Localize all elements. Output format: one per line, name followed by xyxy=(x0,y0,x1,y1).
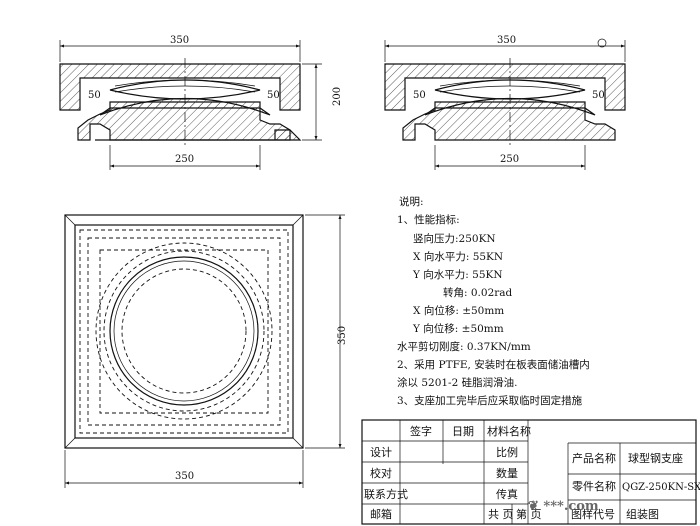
tb-sheets-total: 共 页 xyxy=(488,508,514,521)
tb-material: 材料名称 xyxy=(487,424,531,438)
plan-dimensions: 350 350 xyxy=(64,214,348,488)
tb-date: 日期 xyxy=(452,425,474,438)
tb-scale: 比例 xyxy=(496,445,518,459)
tb-check: 校对 xyxy=(370,466,392,480)
mark-icon xyxy=(597,38,607,48)
dim-gap-right-a: 50 xyxy=(413,90,426,101)
note-rotation: 转角: 0.02rad xyxy=(443,286,513,299)
note-vertical-pressure: 竖向压力:250KN xyxy=(413,232,496,245)
tb-product-name: 球型钢支座 xyxy=(628,451,683,465)
dim-plan-height: 350 xyxy=(337,326,348,345)
dim-gap-right-b: 50 xyxy=(592,90,605,101)
title-block: 签字 日期 材料名称 设计 比例 校对 数量 联系方式 传真 邮箱 共 页 第 … xyxy=(361,419,700,525)
tb-assembly-drawing: 组装图 xyxy=(626,507,659,521)
dim-top-width-left: 350 xyxy=(170,35,189,46)
notes-title: 说明: xyxy=(399,195,424,208)
dim-top-width-right: 350 xyxy=(497,35,516,46)
note-shear-stiffness: 水平剪切刚度: 0.37KN/mm xyxy=(397,340,531,353)
note-x-displacement: X 向位移: ±50mm xyxy=(413,304,504,317)
note-item2-line1: 2、采用 PTFE, 安装时在板表面储油槽内 xyxy=(397,358,590,371)
tb-quantity: 数量 xyxy=(496,467,518,480)
dim-base-width-left: 250 xyxy=(175,154,194,165)
tb-contact: 联系方式 xyxy=(364,487,408,501)
tb-part-name: QGZ-250KN-SX xyxy=(622,482,700,493)
dim-height: 200 xyxy=(332,87,343,106)
right-section-view xyxy=(384,58,626,146)
tb-drawing-code: 图样代号 xyxy=(571,507,615,521)
plan-view xyxy=(64,214,304,449)
technical-notes: 说明: 1、性能指标: 竖向压力:250KN X 向水平力: 55KN Y 向水… xyxy=(397,195,590,407)
dim-base-width-right: 250 xyxy=(500,154,519,165)
dim-gap-left-b: 50 xyxy=(267,90,280,101)
tb-part-name-label: 零件名称 xyxy=(572,479,616,493)
dim-plan-width: 350 xyxy=(175,471,194,482)
note-x-force: X 向水平力: 55KN xyxy=(413,250,503,263)
note-item2-line2: 涂以 5201-2 硅脂润滑油. xyxy=(397,376,517,389)
note-y-displacement: Y 向位移: ±50mm xyxy=(412,322,504,335)
dim-gap-left-a: 50 xyxy=(88,90,101,101)
left-section-view xyxy=(59,58,302,146)
tb-design: 设计 xyxy=(370,446,392,459)
watermark: ❦ ***.com xyxy=(528,499,599,514)
tb-signature: 签字 xyxy=(410,424,432,438)
note-y-force: Y 向水平力: 55KN xyxy=(412,268,503,281)
tb-product-name-label: 产品名称 xyxy=(572,451,616,465)
left-dimensions: 350 200 50 50 250 xyxy=(59,35,343,170)
note-item3: 3、支座加工完毕后应采取临时固定措施 xyxy=(397,394,583,407)
tb-fax: 传真 xyxy=(496,487,518,501)
tb-sheet-no: 第 页 xyxy=(516,507,542,521)
notes-item1: 1、性能指标: xyxy=(397,213,460,226)
right-dimensions: 350 50 50 250 xyxy=(384,35,626,170)
tb-postcode: 邮箱 xyxy=(370,507,392,521)
